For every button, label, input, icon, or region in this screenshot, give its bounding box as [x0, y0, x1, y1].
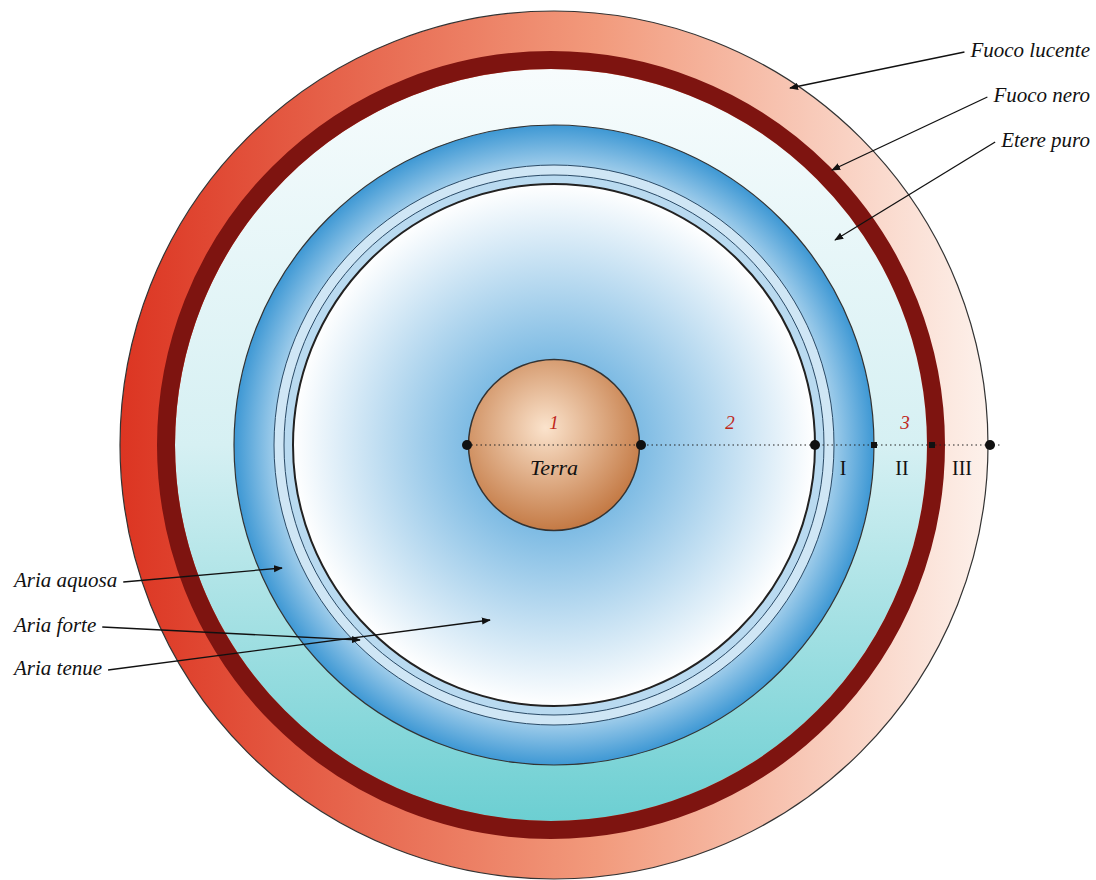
radius-dot — [636, 440, 646, 450]
section-numeral: II — [895, 457, 908, 480]
leader-arrow — [835, 142, 995, 240]
leader-arrow — [790, 52, 964, 88]
layer-name: Etere puro — [1001, 128, 1090, 153]
leader-arrow — [123, 568, 282, 582]
layer-name: Aria aquosa — [14, 568, 117, 593]
radius-tick — [871, 442, 877, 448]
radius-dot — [985, 440, 995, 450]
leader-arrow — [102, 627, 360, 640]
section-numeral: III — [952, 457, 972, 480]
layer-name: Aria tenue — [14, 656, 102, 681]
fuoco-nero-sphere — [166, 60, 936, 830]
callout-number: 1 — [549, 412, 559, 434]
radius-tick — [929, 442, 935, 448]
earth-name: Terra — [530, 455, 578, 481]
layer-name: Aria forte — [14, 613, 96, 638]
section-numeral: I — [840, 457, 847, 480]
layer-name: Fuoco lucente — [970, 38, 1090, 63]
leader-arrow — [108, 620, 490, 670]
callout-number: 2 — [725, 412, 735, 434]
radius-dot — [462, 440, 472, 450]
radius-dotted-line — [467, 444, 1000, 445]
layer-name: Fuoco nero — [993, 83, 1090, 108]
etere-puro-sphere — [175, 69, 927, 821]
leader-arrow — [832, 97, 987, 170]
callout-number: 3 — [900, 412, 910, 434]
radius-dot — [810, 440, 820, 450]
